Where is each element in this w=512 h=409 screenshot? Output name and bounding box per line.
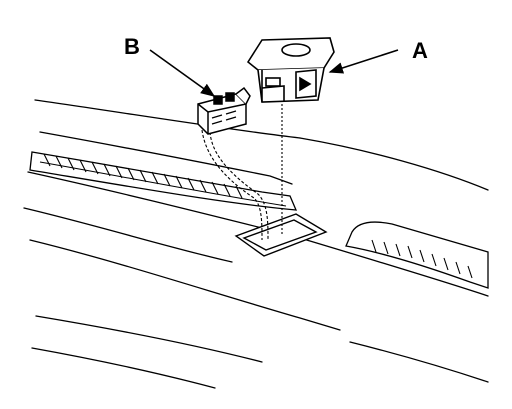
- panel-line: [35, 315, 263, 363]
- callout-b: B: [124, 34, 216, 97]
- panel-line: [349, 341, 489, 383]
- leader-line-a: [328, 49, 399, 74]
- label-a: A: [412, 38, 428, 63]
- panel-line: [299, 137, 489, 191]
- label-b: B: [124, 34, 140, 59]
- leader-line-b: [149, 49, 216, 97]
- panel-line: [34, 99, 301, 139]
- panel-line: [31, 347, 216, 389]
- connector: [197, 86, 251, 135]
- panel-line: [27, 171, 263, 229]
- dashboard-panel: [23, 99, 489, 389]
- mounting-hole: [234, 213, 328, 257]
- panel-line: [39, 131, 293, 185]
- panel-line: [29, 239, 341, 331]
- panel-line: [299, 237, 489, 297]
- right-vent: [345, 221, 489, 289]
- left-vent: [29, 151, 298, 211]
- switch: [246, 37, 335, 103]
- wire-harness: [201, 104, 283, 241]
- panel-line: [23, 207, 233, 263]
- callout-a: A: [328, 38, 428, 74]
